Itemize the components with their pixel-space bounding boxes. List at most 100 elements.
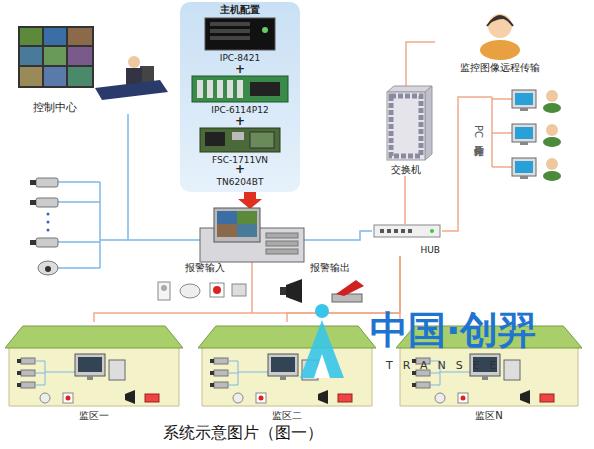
monitor-wall xyxy=(20,67,42,86)
host-configuration-art xyxy=(205,18,275,50)
operator-figure xyxy=(126,68,142,86)
host-computer xyxy=(214,208,260,242)
alarm-input-devices xyxy=(210,283,224,297)
node-text: 交换机 xyxy=(378,164,434,176)
watermark-logo xyxy=(314,354,330,378)
node-text: 报警输出 xyxy=(270,262,390,274)
host-configuration-art xyxy=(217,80,223,98)
pc-workstations xyxy=(520,142,528,145)
watermark-text: 中国·创羿 xyxy=(370,310,536,352)
monitor-wall xyxy=(44,47,66,65)
remote-viewer: 监控图像远程传输 xyxy=(435,2,565,74)
host-bus-line xyxy=(251,262,253,313)
host-configuration-art xyxy=(200,128,280,152)
monitor-wall xyxy=(44,67,66,86)
pc-workstations xyxy=(492,98,512,100)
alarm-output-devices xyxy=(332,294,362,302)
operator-figure xyxy=(95,56,168,100)
alarm-input-devices xyxy=(158,282,246,300)
pc-workstations xyxy=(515,161,533,173)
camera-group xyxy=(36,198,58,207)
switch-building xyxy=(387,86,432,160)
plus-sign: + xyxy=(235,163,245,176)
monitor-zone: 监区一 xyxy=(5,322,183,422)
plus-sign: + xyxy=(235,115,245,128)
host-configuration-art xyxy=(250,82,280,96)
pc-workstations xyxy=(515,127,533,139)
alarm-output-devices xyxy=(280,287,286,295)
watermark-logo xyxy=(315,304,329,318)
pc-workstations xyxy=(491,97,493,167)
hub-device xyxy=(387,229,391,233)
alarm-output-devices xyxy=(280,279,364,303)
node-text: 主机配置 xyxy=(180,4,300,16)
hub-device xyxy=(401,229,405,233)
operator-figure xyxy=(95,80,168,100)
host-computer xyxy=(200,208,304,262)
pc-workstations xyxy=(546,158,558,170)
host-configuration-art xyxy=(210,29,250,33)
pc-workstations xyxy=(543,137,561,147)
zone-equipment xyxy=(210,354,352,404)
zone-house-outline xyxy=(5,322,183,422)
node-text: 报警输入 xyxy=(150,262,260,274)
node-text: HUB xyxy=(420,244,440,256)
hub-device xyxy=(380,229,384,233)
watermark-logo xyxy=(300,304,344,378)
switch-building xyxy=(425,86,432,160)
zone-house-wall xyxy=(202,346,372,406)
switch-building xyxy=(391,96,421,156)
camera-group xyxy=(45,266,51,272)
remote-viewer-figure xyxy=(480,14,520,60)
alarm-input-group: 报警输入 xyxy=(150,262,260,308)
plus-sign: + xyxy=(235,63,245,76)
remote-viewer-figure xyxy=(488,15,512,24)
network-switch: 交换机 xyxy=(378,88,434,176)
host-configuration-art xyxy=(192,18,288,209)
zone-house-wall xyxy=(9,346,179,406)
pc-workstations xyxy=(543,171,561,181)
connector-line xyxy=(442,97,470,231)
camera-group xyxy=(58,201,100,203)
pc-workstation-group: PC工作站分控 xyxy=(470,85,585,200)
host-computer xyxy=(217,211,237,224)
alarm-input-devices xyxy=(161,285,167,291)
pc-workstations xyxy=(543,103,561,113)
alarm-input-devices xyxy=(158,282,170,300)
alarm-input-devices xyxy=(180,284,200,298)
camera-group xyxy=(47,229,50,232)
host-computer xyxy=(266,249,298,254)
host-configuration-art xyxy=(205,132,225,146)
remote-viewer-figure xyxy=(480,40,520,60)
host-computer xyxy=(200,228,304,262)
camera-group xyxy=(30,240,36,245)
camera-group xyxy=(38,261,58,275)
host-computer xyxy=(237,211,257,224)
host-configuration-art xyxy=(227,80,233,98)
zone-house-outline xyxy=(198,322,376,422)
pc-workstations xyxy=(470,96,492,98)
pc-workstations xyxy=(492,132,512,134)
camera-group xyxy=(58,181,100,183)
switch-building xyxy=(387,92,425,160)
alarm-output-devices xyxy=(336,280,364,296)
hardware-item: FSC-1711VN xyxy=(184,126,296,166)
host-computer xyxy=(266,233,298,238)
monitor-wall xyxy=(18,26,94,88)
pc-workstations xyxy=(520,108,528,111)
host-configuration-art xyxy=(238,192,262,209)
hub-device xyxy=(430,229,434,233)
zone-house-roof xyxy=(198,326,376,348)
host-configuration-art xyxy=(262,27,268,33)
hub-device xyxy=(374,225,440,237)
pc-workstations xyxy=(512,124,536,142)
camera-group xyxy=(99,182,101,268)
operator-figure xyxy=(128,56,140,68)
camera-group xyxy=(58,241,100,243)
connector-line xyxy=(406,42,435,88)
camera-group xyxy=(47,221,50,224)
node-text: TN6204BT xyxy=(184,176,296,188)
camera-group xyxy=(47,213,50,216)
